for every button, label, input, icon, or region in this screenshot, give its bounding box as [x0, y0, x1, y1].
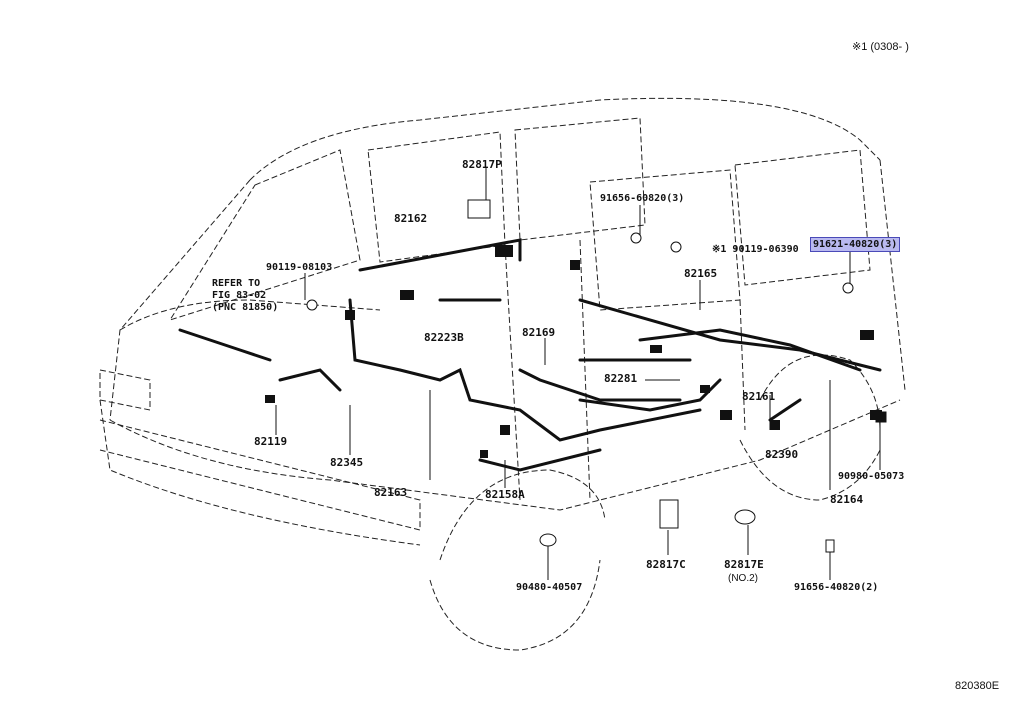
reference-note: REFER TO FIG 83-02 (PNC 81850): [212, 278, 279, 313]
part-label-82817P[interactable]: 82817P: [462, 158, 502, 171]
part-label-82119[interactable]: 82119: [254, 435, 288, 448]
part-label-91621-40820-highlighted[interactable]: 91621-40820(3): [810, 237, 901, 252]
van-body-outline: [99, 97, 906, 651]
part-label-82161[interactable]: 82161: [742, 390, 776, 403]
wiring-harness: [178, 238, 882, 472]
header-note: ※1 (0308- ): [852, 41, 909, 53]
part-label-82345[interactable]: 82345: [330, 456, 364, 469]
part-label-82163[interactable]: 82163: [374, 486, 408, 499]
part-label-82162[interactable]: 82162: [394, 212, 428, 225]
part-label-82165[interactable]: 82165: [684, 267, 718, 280]
part-label-82390[interactable]: 82390: [765, 448, 799, 461]
fasteners: [306, 232, 887, 553]
part-label-91656-60820[interactable]: 91656-60820(3): [600, 193, 685, 204]
part-label-90480-40507[interactable]: 90480-40507: [516, 582, 583, 593]
diagram-id: 820380E: [955, 680, 1000, 692]
part-label-82223B[interactable]: 82223B: [424, 331, 464, 344]
part-label-82164[interactable]: 82164: [830, 493, 864, 506]
part-label-82169[interactable]: 82169: [522, 326, 556, 339]
part-label-91656-40820[interactable]: 91656-40820(2): [794, 582, 879, 593]
callout-lines: [275, 168, 881, 580]
connectors: [265, 245, 882, 458]
part-label-82158A[interactable]: 82158A: [485, 488, 525, 501]
part-label-90980-05073[interactable]: 90980-05073: [838, 471, 905, 482]
part-label-82817C[interactable]: 82817C: [646, 558, 686, 571]
part-sublabel-82817E: (NO.2): [728, 573, 758, 584]
part-label-90119-08103[interactable]: 90119-08103: [266, 262, 333, 273]
part-label-90119-06390[interactable]: ※1 90119-06390: [712, 244, 799, 255]
part-label-82817E[interactable]: 82817E: [724, 558, 764, 571]
part-label-82281[interactable]: 82281: [604, 372, 638, 385]
